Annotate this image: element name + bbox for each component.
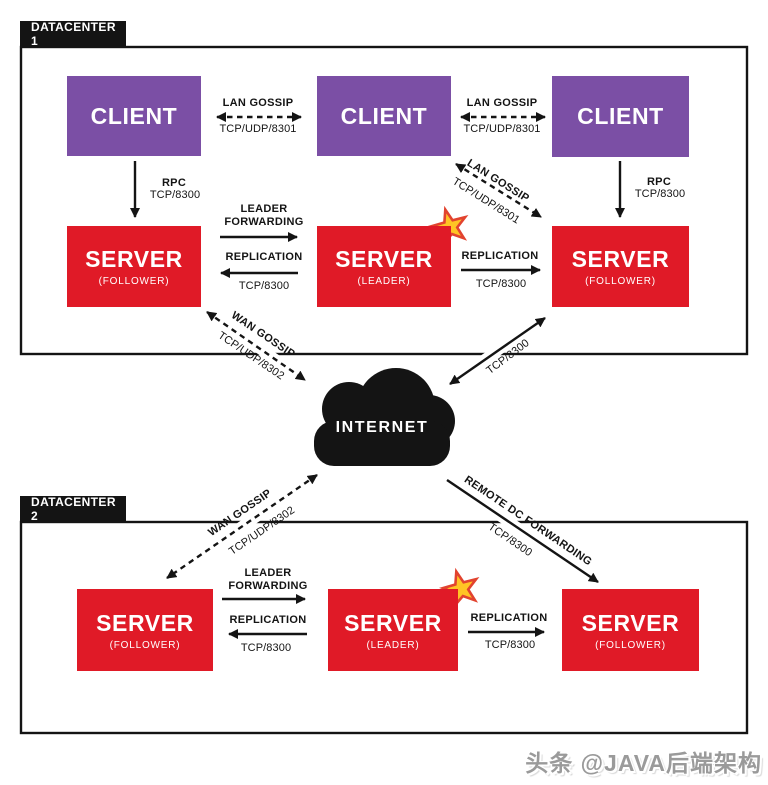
watermark: 头条 @JAVA后端架构: [525, 750, 762, 776]
leader-forwarding-line2-dc2: FORWARDING: [228, 580, 308, 592]
client-title: CLIENT: [577, 103, 664, 129]
server-role: (LEADER): [366, 639, 420, 651]
server-title: SERVER: [96, 609, 194, 636]
server-box-dc2-follower-left: SERVER (FOLLOWER): [77, 589, 213, 671]
server-role: (FOLLOWER): [98, 276, 170, 287]
lan-gossip-port-1: TCP/UDP/8301: [219, 123, 297, 135]
replication-label-dc1-left: REPLICATION: [225, 251, 303, 263]
datacenter1-frame: [19, 45, 749, 356]
replication-label-dc2-left: REPLICATION: [229, 614, 307, 626]
server-role: (FOLLOWER): [585, 276, 656, 287]
wan-gossip-arrow-dc2: [166, 474, 318, 579]
rpc-label-right: RPC: [646, 176, 672, 188]
replication-label-dc1-right: REPLICATION: [461, 250, 539, 262]
leader-forwarding-line1-dc2: LEADER: [244, 567, 292, 579]
datacenter1-tab: DATACENTER 1: [20, 20, 126, 48]
client-box-1: CLIENT: [67, 76, 201, 156]
replication-label-dc2-right: REPLICATION: [470, 612, 548, 624]
datacenter1-label: DATACENTER 1: [31, 20, 116, 48]
client-box-2: CLIENT: [317, 76, 451, 156]
client-title: CLIENT: [340, 102, 428, 129]
server-box-dc2-leader: SERVER (LEADER): [328, 589, 458, 671]
internet-label: INTERNET: [335, 419, 429, 436]
replication-port-dc1-left: TCP/8300: [238, 280, 290, 292]
datacenter2-label: DATACENTER 2: [31, 495, 116, 523]
replication-port-dc2-left: TCP/8300: [240, 642, 292, 654]
leader-forwarding-line2-dc1: FORWARDING: [224, 216, 304, 228]
lan-gossip-port-2: TCP/UDP/8301: [463, 123, 541, 135]
remote-dc-forwarding-arrow: [446, 479, 599, 583]
datacenter2-tab: DATACENTER 2: [20, 495, 126, 523]
server-role: (FOLLOWER): [109, 639, 181, 651]
server-title: SERVER: [581, 609, 680, 636]
server-box-dc2-follower-right: SERVER (FOLLOWER): [562, 589, 699, 671]
server-role: (FOLLOWER): [595, 639, 666, 651]
server-title: SERVER: [85, 246, 183, 272]
server-box-dc1-follower-left: SERVER (FOLLOWER): [67, 226, 201, 307]
server-internet-arrow: [449, 317, 546, 385]
datacenter2-frame: [19, 520, 749, 735]
replication-port-dc2-right: TCP/8300: [484, 639, 536, 651]
server-title: SERVER: [571, 246, 670, 272]
server-role: (LEADER): [357, 276, 411, 287]
client-box-3: CLIENT: [552, 76, 689, 157]
lan-gossip-label-1: LAN GOSSIP: [222, 97, 294, 109]
leader-star-icon-dc2: [439, 567, 480, 610]
replication-port-dc1-right: TCP/8300: [475, 278, 527, 290]
internet-cloud-icon: [314, 368, 455, 466]
rpc-label-left: RPC: [161, 177, 187, 189]
leader-forwarding-line1-dc1: LEADER: [240, 203, 288, 215]
server-title: SERVER: [335, 246, 433, 272]
rpc-port-right: TCP/8300: [634, 188, 686, 200]
lan-gossip-diagonal-arrow: [455, 162, 542, 219]
server-box-dc1-leader: SERVER (LEADER): [317, 226, 451, 307]
server-title: SERVER: [344, 609, 442, 636]
client-title: CLIENT: [90, 102, 178, 129]
rpc-port-left: TCP/8300: [149, 189, 201, 201]
lan-gossip-label-2: LAN GOSSIP: [466, 97, 538, 109]
server-box-dc1-follower-right: SERVER (FOLLOWER): [552, 226, 689, 307]
